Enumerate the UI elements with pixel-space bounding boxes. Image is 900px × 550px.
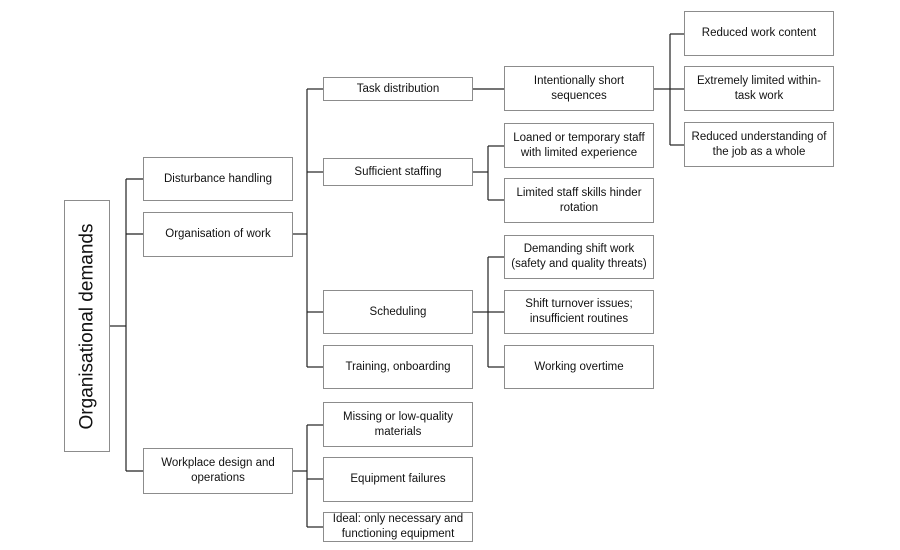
shift-turnover-box: Shift turnover issues; insufficient rout…	[504, 290, 654, 334]
reduced-understanding-box: Reduced understanding of the job as a wh…	[684, 122, 834, 167]
task-distribution-box: Task distribution	[323, 77, 473, 101]
loaned-staff-box: Loaned or temporary staff with limited e…	[504, 123, 654, 168]
working-overtime-box: Working overtime	[504, 345, 654, 389]
shift-work-box: Demanding shift work (safety and quality…	[504, 235, 654, 279]
disturbance-handling-box: Disturbance handling	[143, 157, 293, 201]
training-onboarding-box: Training, onboarding	[323, 345, 473, 389]
ideal-equipment-box: Ideal: only necessary and functioning eq…	[323, 512, 473, 542]
equipment-failures-box: Equipment failures	[323, 457, 473, 502]
scheduling-box: Scheduling	[323, 290, 473, 334]
limited-within-task-box: Extremely limited within-task work	[684, 66, 834, 111]
sufficient-staffing-box: Sufficient staffing	[323, 158, 473, 186]
short-sequences-box: Intentionally short sequences	[504, 66, 654, 111]
missing-materials-box: Missing or low-quality materials	[323, 402, 473, 447]
root-label: Organisational demands	[76, 223, 98, 429]
reduced-work-content-box: Reduced work content	[684, 11, 834, 56]
workplace-design-box: Workplace design and operations	[143, 448, 293, 494]
limited-skills-box: Limited staff skills hinder rotation	[504, 178, 654, 223]
root-box: Organisational demands	[64, 200, 110, 452]
organisation-of-work-box: Organisation of work	[143, 212, 293, 257]
